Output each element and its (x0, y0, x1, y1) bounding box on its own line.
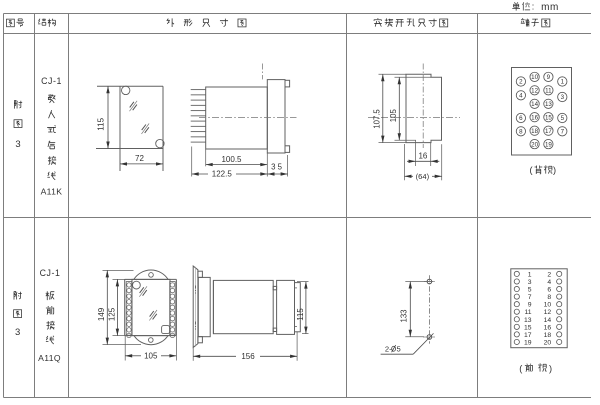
svg-text:3 5: 3 5 (271, 163, 283, 172)
svg-text:2-: 2- (385, 345, 392, 354)
svg-text:3: 3 (15, 327, 20, 338)
svg-text:105: 105 (389, 109, 398, 123)
svg-text:15: 15 (545, 114, 552, 121)
svg-text:16: 16 (544, 324, 552, 331)
svg-text:A11Q: A11Q (38, 353, 61, 363)
svg-text:11: 11 (524, 309, 531, 316)
svg-text:18: 18 (544, 332, 552, 339)
svg-text:20: 20 (544, 339, 552, 346)
svg-text:5: 5 (396, 345, 400, 354)
svg-text:): ) (553, 165, 556, 175)
svg-text:5: 5 (528, 287, 532, 294)
svg-text:12: 12 (531, 88, 538, 95)
svg-text:122.5: 122.5 (212, 170, 233, 179)
svg-text:11: 11 (545, 88, 552, 95)
svg-text:3: 3 (15, 139, 20, 150)
svg-text:107.5: 107.5 (373, 109, 382, 129)
svg-text:115: 115 (97, 117, 106, 130)
svg-text:(: ( (519, 364, 522, 374)
svg-text:9: 9 (547, 74, 551, 81)
svg-text:115: 115 (296, 308, 305, 321)
svg-text:4: 4 (547, 279, 551, 286)
svg-text:1: 1 (561, 79, 565, 86)
svg-text:100.5: 100.5 (221, 155, 242, 164)
svg-text:17: 17 (545, 128, 552, 135)
svg-text:149: 149 (97, 307, 106, 321)
svg-text:8: 8 (519, 129, 523, 136)
svg-text:CJ-1: CJ-1 (40, 268, 61, 278)
svg-text:125: 125 (107, 307, 116, 321)
svg-text:13: 13 (524, 317, 532, 324)
svg-text:12: 12 (544, 309, 552, 316)
svg-text:156: 156 (241, 352, 255, 361)
svg-text:(64): (64) (416, 172, 430, 181)
svg-text:(: ( (529, 165, 532, 175)
svg-text:2: 2 (519, 79, 523, 86)
svg-text:7: 7 (528, 294, 532, 301)
svg-text:10: 10 (531, 74, 538, 81)
svg-text:16: 16 (531, 114, 538, 121)
svg-text:14: 14 (544, 317, 552, 324)
svg-text:6: 6 (547, 287, 551, 294)
svg-text:3: 3 (528, 279, 532, 286)
svg-text::: : (532, 2, 535, 12)
svg-text:13: 13 (545, 101, 552, 108)
svg-text:19: 19 (524, 339, 532, 346)
svg-text:8: 8 (547, 294, 551, 301)
svg-text:2: 2 (547, 271, 551, 278)
svg-text:9: 9 (528, 302, 532, 309)
svg-text:5: 5 (561, 115, 565, 122)
svg-text:10: 10 (544, 302, 552, 309)
svg-text:133: 133 (400, 309, 409, 322)
svg-text:16: 16 (418, 151, 427, 160)
svg-text:14: 14 (531, 101, 538, 108)
svg-text:105: 105 (144, 352, 158, 361)
svg-text:7: 7 (561, 129, 565, 136)
svg-text:): ) (549, 364, 552, 374)
svg-text:19: 19 (545, 141, 552, 148)
svg-text:CJ-1: CJ-1 (41, 76, 62, 86)
svg-text:72: 72 (135, 154, 144, 163)
svg-text:15: 15 (524, 324, 532, 331)
svg-text:18: 18 (531, 128, 538, 135)
svg-text:4: 4 (519, 93, 523, 100)
svg-text:A11K: A11K (41, 187, 63, 197)
svg-text:mm: mm (541, 2, 559, 13)
svg-text:3: 3 (561, 94, 565, 101)
svg-text:6: 6 (519, 115, 523, 122)
svg-text:20: 20 (531, 141, 538, 148)
svg-text:1: 1 (528, 271, 532, 278)
svg-text:17: 17 (524, 332, 532, 339)
